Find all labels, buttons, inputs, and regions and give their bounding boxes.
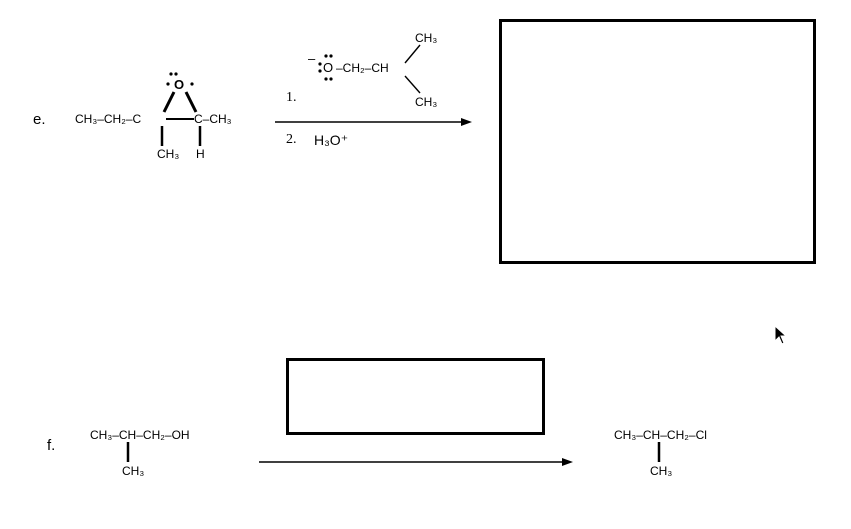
lone-pair-dot bbox=[169, 72, 173, 76]
alkoxide-bottom-methyl: CH₃ bbox=[415, 95, 438, 109]
epoxide-bond-left bbox=[162, 91, 176, 113]
lone-pair-dot bbox=[318, 62, 322, 66]
lone-pair-dot bbox=[324, 54, 328, 58]
lone-pair-dot bbox=[324, 77, 328, 81]
problem-f-label: f. bbox=[47, 437, 56, 454]
hydronium-reagent: H₃O⁺ bbox=[314, 132, 349, 148]
lone-pair-dot bbox=[166, 82, 170, 86]
answer-box-e[interactable] bbox=[499, 19, 816, 264]
epoxide-h: H bbox=[196, 147, 205, 161]
product-f-chain: CH₃–CH–CH₂–Cl bbox=[614, 428, 707, 442]
alkoxide-charge: – bbox=[308, 51, 316, 66]
lone-pair-dot bbox=[318, 69, 322, 73]
arrow-pointer-icon bbox=[774, 325, 788, 345]
isobutyl-branch-down bbox=[404, 75, 421, 94]
alkoxide-oxygen: O bbox=[323, 60, 334, 75]
epoxide-bond-right bbox=[184, 91, 198, 113]
lone-pair-dot bbox=[174, 72, 178, 76]
isobutyl-branch-up bbox=[404, 44, 421, 64]
lone-pair-dot bbox=[329, 77, 333, 81]
step-1-number: 1. bbox=[286, 90, 297, 105]
lone-pair-dot bbox=[190, 82, 194, 86]
reactant-f-branch: CH₃ bbox=[122, 464, 145, 478]
epoxide-oxygen: O bbox=[174, 77, 185, 92]
alkoxide-top-methyl: CH₃ bbox=[415, 31, 438, 45]
reactant-f-chain: CH₃–CH–CH₂–OH bbox=[90, 428, 190, 442]
epoxide-right-group: C–CH₃ bbox=[194, 112, 232, 126]
step-2-number: 2. bbox=[286, 132, 297, 147]
problem-e-label: e. bbox=[33, 111, 46, 128]
reaction-arrowhead-e bbox=[461, 118, 472, 126]
answer-box-f[interactable] bbox=[286, 358, 545, 435]
alkoxide-chain: –CH₂–CH bbox=[336, 61, 389, 75]
epoxide-left-chain: CH₃–CH₂–C bbox=[75, 112, 142, 126]
epoxide-methyl: CH₃ bbox=[157, 147, 180, 161]
product-f-branch: CH₃ bbox=[650, 464, 673, 478]
lone-pair-dot bbox=[329, 54, 333, 58]
reaction-arrowhead-f bbox=[562, 458, 573, 466]
